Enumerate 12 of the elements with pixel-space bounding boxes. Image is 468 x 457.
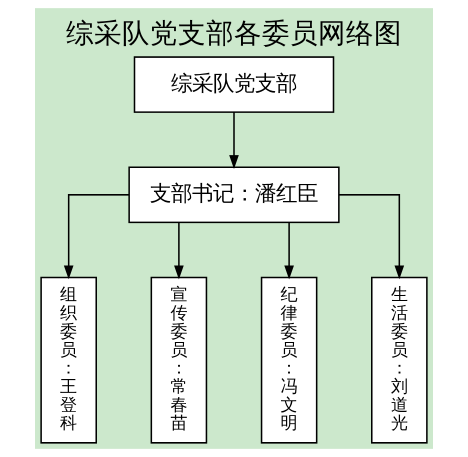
node-box: 组织委员：王登科 (40, 276, 97, 444)
arrow (174, 222, 184, 280)
node-box: 纪律委员：冯文明 (260, 276, 318, 444)
node-box: 生活委员：刘道光 (371, 276, 428, 444)
arrow (229, 112, 239, 169)
node-box: 支部书记：潘红臣 (128, 166, 340, 224)
arrow (339, 194, 404, 280)
arrow (64, 194, 129, 280)
node-box: 综采队党支部 (134, 56, 334, 113)
arrow (284, 222, 294, 280)
diagram-title: 综采队党支部各委员网络图 (66, 17, 402, 50)
node-box: 宣传委员：常春苗 (150, 276, 208, 444)
